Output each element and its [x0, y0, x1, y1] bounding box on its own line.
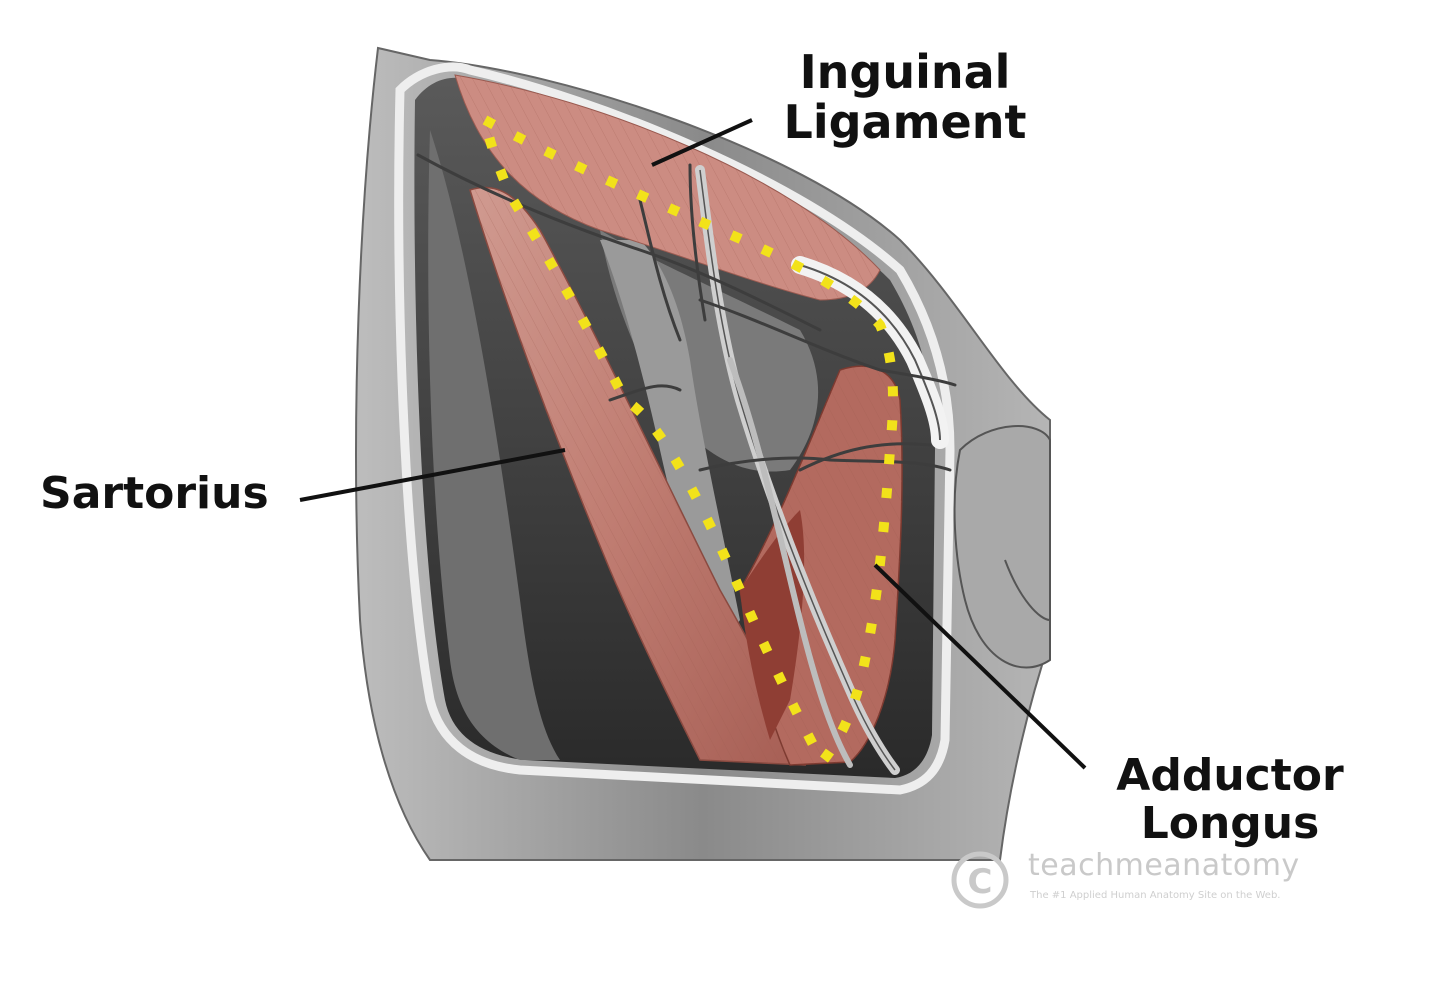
abdominal-wall-fibers	[455, 75, 880, 300]
leader-line-inguinal	[651, 118, 753, 167]
nerve-branches	[416, 153, 957, 472]
genital-fold	[1004, 559, 1051, 621]
deep-muscle-lateral	[428, 130, 560, 760]
inguinal-label-line-2: Ligament	[783, 94, 1027, 149]
inguinal-ligament-edge	[799, 264, 941, 441]
watermark-brand: teachmeanatomy	[1028, 848, 1300, 883]
adductor-longus-label: Adductor Longus	[1090, 752, 1370, 847]
watermark-tagline: The #1 Applied Human Anatomy Site on the…	[1030, 890, 1281, 901]
leader-line-sartorius	[299, 448, 566, 502]
adductor-label-line-2: Longus	[1140, 797, 1320, 849]
adductor-label-line-1: Adductor	[1116, 750, 1344, 801]
skin-flap-rim	[394, 62, 955, 795]
inguinal-label-line-1: Inguinal	[799, 45, 1011, 99]
copyright-icon	[951, 851, 1009, 909]
sartorius-fibers	[470, 187, 805, 766]
femoral-vessel-branch	[727, 357, 853, 768]
copyright-icon-glyph: C	[968, 862, 993, 902]
sartorius-label: Sartorius	[40, 468, 269, 519]
leader-line-adductor	[873, 563, 1087, 770]
genital-region	[953, 425, 1051, 669]
inguinal-ligament-label: Inguinal Ligament	[770, 45, 1040, 149]
iliopsoas	[600, 240, 740, 650]
